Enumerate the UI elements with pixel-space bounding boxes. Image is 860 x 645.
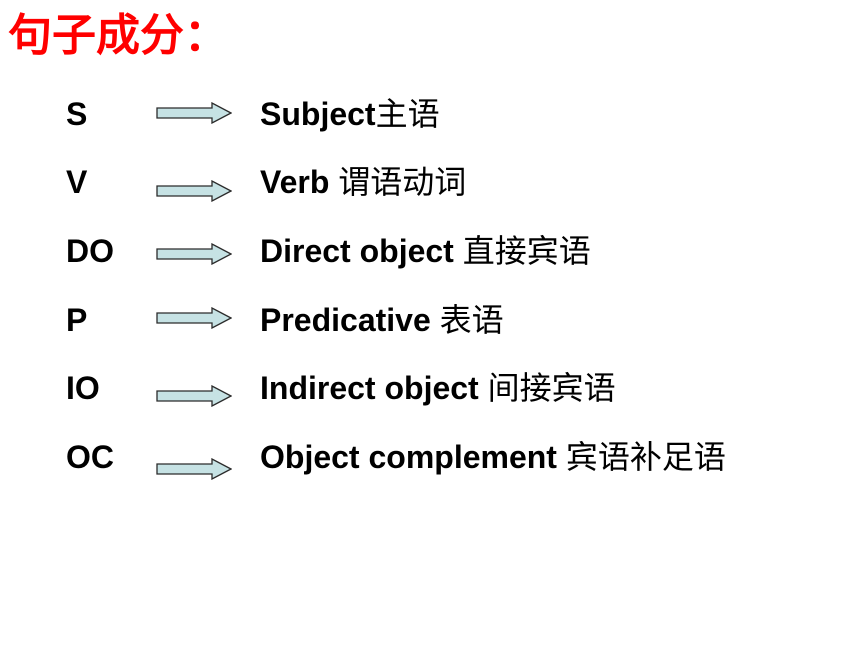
english-term: Predicative (260, 302, 440, 338)
meaning: Subject主语 (260, 94, 440, 134)
right-arrow-icon (156, 458, 232, 480)
abbreviation: DO (66, 233, 114, 269)
chinese-term: 直接宾语 (462, 232, 591, 270)
chinese-term: 谓语动词 (338, 163, 467, 201)
right-arrow-icon (156, 102, 232, 124)
abbreviation: V (66, 164, 88, 200)
right-arrow-icon (156, 180, 232, 202)
abbreviation: P (66, 302, 88, 338)
english-term: Subject (260, 96, 376, 132)
abbreviation: OC (66, 439, 114, 475)
list-item-direct-object: DO Direct object 直接宾语 (0, 231, 860, 271)
english-term: Direct object (260, 233, 463, 269)
right-arrow-icon (156, 307, 232, 329)
meaning: Predicative 表语 (260, 300, 504, 340)
english-term: Verb (260, 164, 339, 200)
right-arrow-icon (156, 243, 232, 265)
list-item-verb: V Verb 谓语动词 (0, 162, 860, 202)
abbreviation: IO (66, 370, 100, 406)
list-item-subject: S Subject主语 (0, 94, 860, 134)
english-term: Indirect object (260, 370, 488, 406)
chinese-term: 主语 (375, 95, 440, 133)
right-arrow-icon (156, 385, 232, 407)
slide-title: 句子成分： (8, 10, 228, 61)
list-item-predicative: P Predicative 表语 (0, 300, 860, 340)
chinese-term: 宾语补足语 (565, 438, 726, 476)
abbreviation: S (66, 96, 88, 132)
list-item-object-complement: OC Object complement 宾语补足语 (0, 437, 860, 480)
meaning: Verb 谓语动词 (260, 162, 466, 202)
meaning: Indirect object 间接宾语 (260, 368, 616, 408)
meaning: Direct object 直接宾语 (260, 231, 591, 271)
list-item-indirect-object: IO Indirect object 间接宾语 (0, 368, 860, 408)
meaning: Object complement 宾语补足语 (260, 437, 726, 477)
chinese-term: 间接宾语 (487, 369, 616, 407)
chinese-term: 表语 (439, 301, 504, 339)
english-term: Object complement (260, 439, 566, 475)
